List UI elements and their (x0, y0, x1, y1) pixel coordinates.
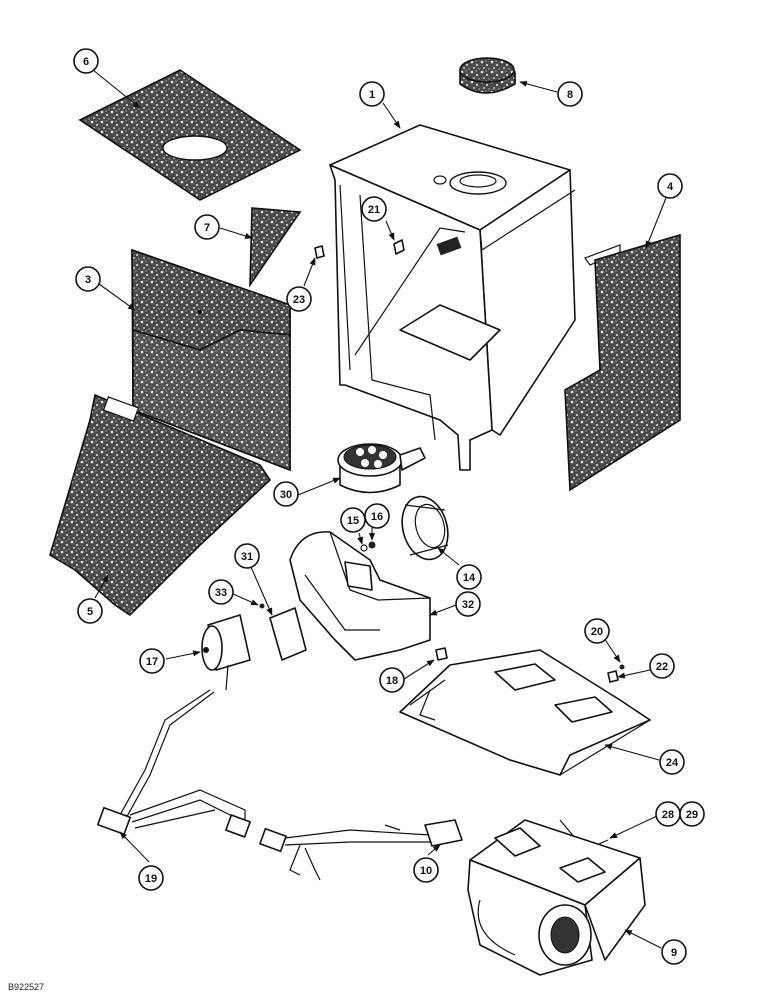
part-22-clip (607, 670, 619, 683)
callout-3: 3 (75, 266, 101, 292)
svg-text:19: 19 (145, 873, 157, 885)
part-9-blower-assembly (467, 819, 646, 976)
callout-28: 28 (655, 801, 681, 827)
callout-6: 6 (73, 48, 99, 74)
svg-text:3: 3 (85, 274, 91, 286)
svg-text:32: 32 (462, 599, 474, 611)
svg-text:21: 21 (368, 204, 380, 216)
svg-text:9: 9 (671, 947, 677, 959)
figure-code: B922527 (8, 982, 44, 992)
svg-text:22: 22 (656, 661, 668, 673)
callout-24: 24 (659, 749, 685, 775)
callout-7: 7 (194, 214, 220, 240)
part-18-clip (435, 647, 448, 661)
part-19-wire-harness (96, 689, 463, 881)
callout-29: 29 (679, 801, 705, 827)
callout-16: 16 (364, 503, 390, 529)
leader-lines (92, 69, 667, 949)
svg-text:4: 4 (667, 181, 674, 193)
callout-20: 20 (584, 618, 610, 644)
callout-18: 18 (379, 667, 405, 693)
part-33-screw (259, 603, 265, 609)
svg-text:31: 31 (241, 551, 253, 563)
callout-21: 21 (361, 196, 387, 222)
svg-text:1: 1 (369, 89, 375, 101)
svg-text:6: 6 (83, 56, 89, 68)
part-16-nut (368, 541, 376, 549)
part-32-blower-scroll (289, 531, 431, 661)
part-31-gasket-plate (269, 607, 307, 661)
callout-1: 1 (359, 81, 385, 107)
part-7-triangle-foam (249, 207, 302, 288)
part-20-screw (619, 664, 625, 670)
callout-8: 8 (557, 81, 583, 107)
callout-9: 9 (661, 939, 687, 965)
part-21-clip (393, 239, 405, 255)
part-14-blower-ring (401, 495, 449, 561)
callout-33: 33 (208, 579, 234, 605)
part-23-clip (314, 245, 325, 259)
svg-text:7: 7 (204, 222, 210, 234)
svg-text:20: 20 (591, 626, 603, 638)
part-1-main-housing (329, 124, 621, 471)
part-24-base-tray (399, 649, 651, 776)
svg-text:30: 30 (280, 489, 292, 501)
part-15-washer (360, 544, 368, 552)
svg-text:8: 8 (567, 89, 573, 101)
callout-17: 17 (139, 648, 165, 674)
svg-text:16: 16 (371, 511, 383, 523)
part-8-round-filter (459, 57, 516, 94)
callout-22: 22 (649, 653, 675, 679)
part-17-blower-motor (201, 614, 251, 691)
svg-text:33: 33 (215, 587, 227, 599)
callouts: 1 3 4 5 6 7 8 9 10 14 15 16 17 18 19 20 … (73, 48, 705, 965)
svg-text:5: 5 (87, 606, 93, 618)
part-30-fan-wheel (337, 443, 426, 494)
svg-text:18: 18 (386, 675, 398, 687)
part-3-side-panel (131, 248, 291, 472)
svg-text:15: 15 (347, 515, 359, 527)
svg-text:24: 24 (666, 757, 679, 769)
svg-text:23: 23 (293, 294, 305, 306)
part-4-right-panel (564, 233, 681, 492)
callout-15: 15 (340, 507, 366, 533)
callout-4: 4 (657, 173, 683, 199)
part-5-floor-panel (49, 393, 272, 617)
callout-5: 5 (77, 598, 103, 624)
callout-14: 14 (456, 564, 482, 590)
svg-text:28: 28 (662, 809, 674, 821)
part-6-foam-pad (78, 69, 302, 201)
callout-10: 10 (413, 857, 439, 883)
callout-32: 32 (455, 591, 481, 617)
callout-31: 31 (234, 543, 260, 569)
svg-text:14: 14 (463, 572, 476, 584)
svg-text:10: 10 (420, 865, 432, 877)
svg-text:29: 29 (686, 809, 698, 821)
callout-23: 23 (286, 286, 312, 312)
callout-30: 30 (273, 481, 299, 507)
callout-19: 19 (138, 865, 164, 891)
svg-text:17: 17 (146, 656, 158, 668)
